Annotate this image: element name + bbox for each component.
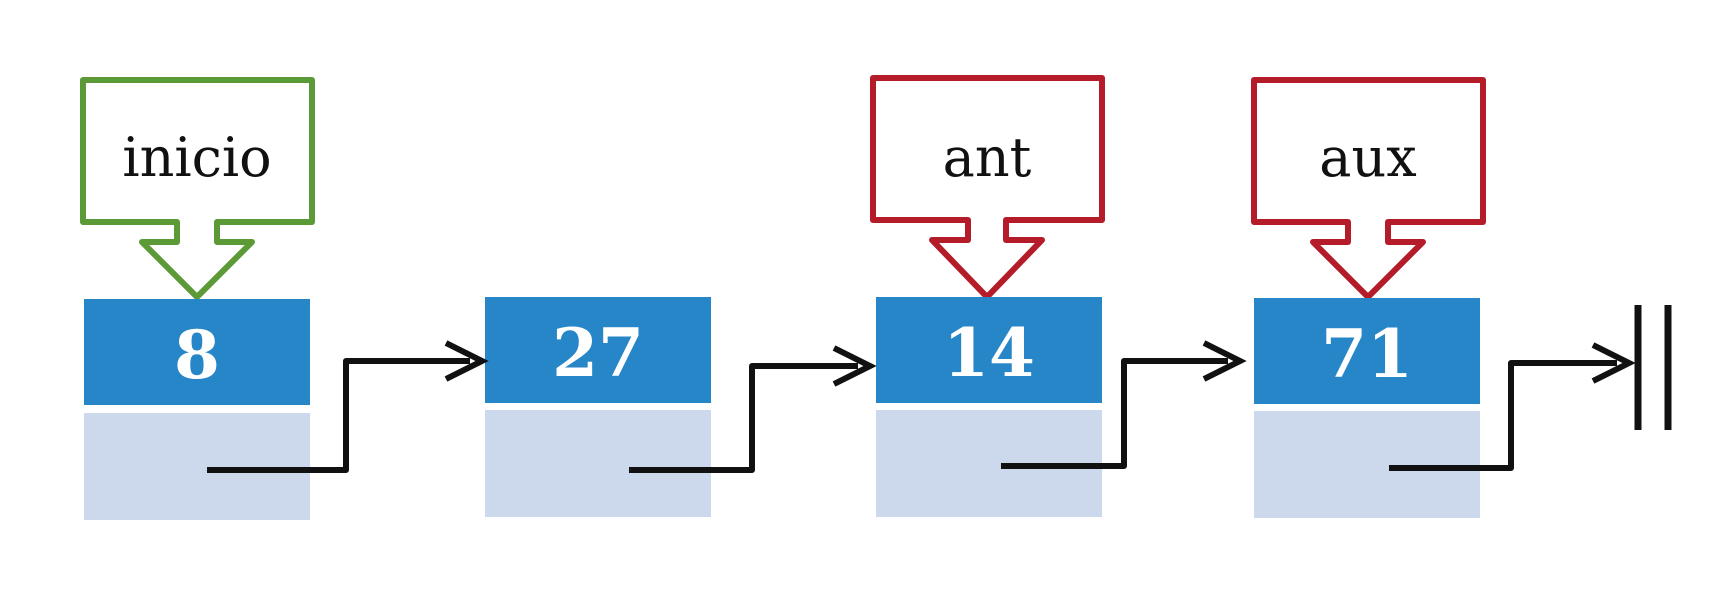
node-3: 71 [1254, 298, 1480, 518]
link-arrow-3-to-null [1389, 342, 1636, 471]
node-1: 27 [485, 297, 711, 517]
pointer-aux-label: aux [1319, 126, 1416, 189]
node-1-data-cell [485, 297, 711, 403]
node-2: 14 [876, 297, 1102, 517]
node-0-data-cell [84, 299, 310, 405]
link-arrow-1-to-2 [629, 345, 877, 473]
node-0-next-cell [84, 413, 310, 520]
pointer-ant: ant [870, 75, 1105, 300]
link-2-line [1001, 358, 1228, 469]
link-0-arrowhead [444, 340, 489, 382]
pointer-inicio-label: inicio [122, 126, 271, 189]
link-arrow-2-to-3 [1001, 340, 1247, 469]
link-1-arrowhead [832, 345, 877, 387]
node-0-value: 8 [174, 316, 220, 394]
pointer-inicio-callout [80, 77, 315, 300]
pointer-inicio: inicio [80, 77, 315, 300]
link-arrow-0-to-1 [207, 340, 489, 473]
pointer-ant-label: ant [943, 126, 1032, 189]
pointer-ant-callout [870, 75, 1105, 300]
link-2-arrowhead [1202, 340, 1247, 382]
node-3-data-cell [1254, 298, 1480, 404]
node-2-data-cell [876, 297, 1102, 403]
node-3-value: 71 [1321, 315, 1413, 393]
pointer-aux-callout [1251, 77, 1486, 300]
pointer-aux: aux [1251, 77, 1486, 300]
link-3-arrowhead [1591, 342, 1636, 384]
null-terminator-icon [1634, 305, 1672, 430]
node-1-next-cell [485, 410, 711, 517]
node-0: 8 [84, 299, 310, 520]
link-1-line [629, 363, 858, 473]
node-1-value: 27 [552, 314, 644, 392]
node-2-value: 14 [943, 314, 1035, 392]
link-0-line [207, 358, 470, 473]
node-3-next-cell [1254, 411, 1480, 518]
link-3-line [1389, 360, 1617, 471]
